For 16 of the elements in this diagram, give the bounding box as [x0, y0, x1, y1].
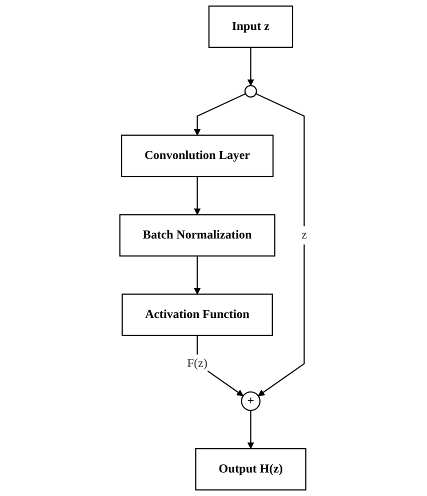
arrow: [247, 410, 254, 449]
node-circle: +: [241, 391, 261, 411]
edge-label: F(z): [187, 356, 208, 370]
arrow: [256, 93, 305, 396]
arrow: [196, 335, 244, 396]
edge-label: z: [302, 228, 308, 242]
arrow: [194, 176, 201, 216]
arrow: [247, 47, 254, 86]
node-box: Output H(z): [195, 448, 306, 490]
node-box: Activation Function: [122, 294, 274, 336]
arrow: [194, 93, 246, 136]
node-circle: [244, 85, 258, 98]
arrow: [194, 256, 201, 294]
node-box: Batch Normalization: [119, 214, 276, 257]
node-box: Convonlution Layer: [121, 134, 274, 178]
node-box: Input z: [208, 6, 294, 48]
